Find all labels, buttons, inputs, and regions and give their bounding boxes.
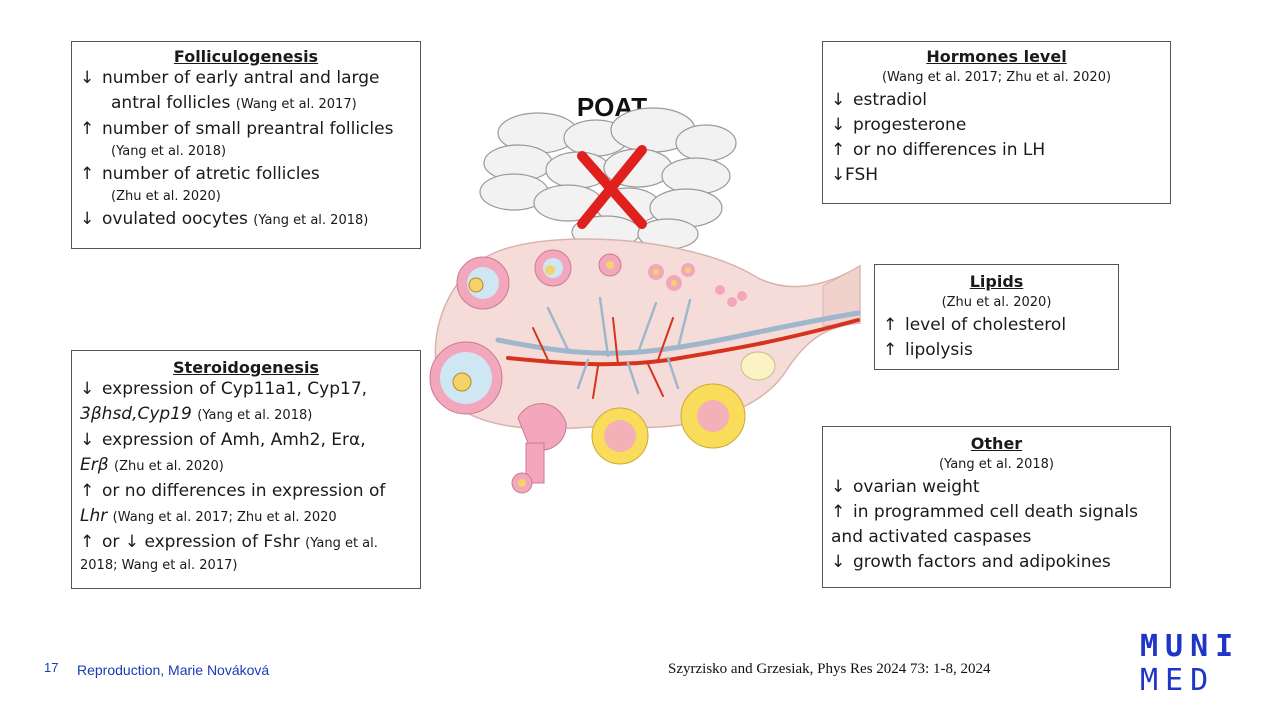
citation: 2018; Wang et al. 2017)	[80, 558, 238, 573]
list-item: ↓ progesterone	[831, 113, 1162, 138]
list-item: ↓ ovarian weight	[831, 475, 1162, 500]
down-arrow-icon: ↓	[80, 68, 95, 88]
down-arrow-icon: ↓	[80, 379, 95, 399]
list-item: Lhr (Wang et al. 2017; Zhu et al. 2020	[80, 504, 412, 530]
list-item: ↑ number of atretic follicles	[80, 162, 412, 187]
steroidogenesis-title: Steroidogenesis	[173, 358, 319, 377]
item-text: number of atretic follicles	[102, 164, 320, 184]
down-arrow-icon: ↓	[80, 430, 95, 450]
list-item: ↑ or no differences in LH	[831, 138, 1162, 163]
citation: (Yang et al.	[305, 536, 378, 551]
citation: (Wang et al. 2017; Zhu et al. 2020)	[881, 70, 1112, 85]
up-arrow-icon: ↑	[883, 340, 898, 360]
item-text: in programmed cell death signals	[853, 502, 1138, 522]
list-item: ↑ level of cholesterol	[883, 313, 1110, 338]
folliculogenesis-box: Folliculogenesis ↓ number of early antral…	[71, 41, 421, 249]
slide-number: 17	[44, 660, 59, 675]
list-item: ↓ growth factors and adipokines	[831, 550, 1162, 575]
muni-med-logo: MUNI MED	[1140, 630, 1240, 700]
citation: (Yang et al. 2018)	[197, 408, 313, 423]
footer-author: Reproduction, Marie Nováková	[77, 662, 270, 678]
list-item: ↑ or no differences in expression of	[80, 479, 412, 504]
citation: (Wang et al. 2017; Zhu et al. 2020	[112, 510, 337, 525]
up-arrow-icon: ↑	[80, 164, 95, 184]
item-text: and activated caspases	[831, 527, 1032, 547]
folliculogenesis-title: Folliculogenesis	[173, 47, 319, 66]
other-box: Other (Yang et al. 2018) ↓ ovarian weight…	[822, 426, 1171, 588]
citation: (Yang et al. 2018)	[111, 144, 227, 159]
citation: (Zhu et al. 2020)	[111, 189, 221, 204]
ovary-illustration: POAT	[428, 88, 864, 500]
list-item: and activated caspases	[831, 525, 1162, 550]
item-text: expression of Cyp11a1, Cyp17,	[102, 379, 368, 399]
item-text: ovarian weight	[853, 477, 980, 497]
hormones-title: Hormones level	[926, 47, 1067, 66]
ovary-svg: POAT	[429, 92, 861, 494]
steroidogenesis-box: Steroidogenesis ↓ expression of Cyp11a1, …	[71, 350, 421, 589]
down-arrow-icon: ↓	[831, 165, 846, 185]
list-item: ↑ in programmed cell death signals	[831, 500, 1162, 525]
item-text: growth factors and adipokines	[853, 552, 1111, 572]
list-item: ↓FSH	[831, 163, 1162, 188]
footer-reference: Szyrzisko and Grzesiak, Phys Res 2024 73…	[668, 661, 991, 677]
citation: (Yang et al. 2018)	[253, 213, 369, 228]
item-text: ovulated oocytes	[102, 209, 248, 229]
item-text: 3βhsd,Cyp19	[80, 404, 192, 424]
follicles	[429, 249, 776, 494]
hormones-box: Hormones level (Wang et al. 2017; Zhu et…	[822, 41, 1171, 204]
logo-line2: MED	[1140, 663, 1216, 698]
item-text: lipolysis	[905, 340, 973, 360]
up-arrow-icon: ↑	[80, 532, 95, 552]
citation: (Wang et al. 2017)	[235, 97, 357, 112]
down-arrow-icon: ↓	[80, 209, 95, 229]
item-text: progesterone	[853, 115, 967, 135]
ligament	[822, 265, 861, 327]
up-arrow-icon: ↑	[80, 119, 95, 139]
list-item: ↑ lipolysis	[883, 338, 1110, 363]
item-text: or no differences in expression of	[102, 481, 386, 501]
list-item: ↓ expression of Amh, Amh2, Erα,	[80, 428, 412, 453]
citation: (Yang et al. 2018)	[938, 457, 1055, 472]
list-item: ↑ number of small preantral follicles	[80, 117, 412, 142]
lipids-title: Lipids	[969, 272, 1024, 291]
lipids-box: Lipids (Zhu et al. 2020) ↑ level of chole…	[874, 264, 1119, 370]
list-item: ↑ or ↓ expression of Fshr (Yang et al.	[80, 530, 412, 556]
citation: (Zhu et al. 2020)	[114, 459, 224, 474]
up-arrow-icon: ↑	[80, 481, 95, 501]
item-text: estradiol	[853, 90, 928, 110]
item-text: Lhr	[80, 506, 108, 526]
list-item: ↓ ovulated oocytes (Yang et al. 2018)	[80, 207, 412, 233]
citation: (Zhu et al. 2020)	[941, 295, 1052, 310]
list-item: ↓ expression of Cyp11a1, Cyp17,	[80, 377, 412, 402]
item-text: number of small preantral follicles	[102, 119, 394, 139]
up-arrow-icon: ↑	[831, 140, 846, 160]
logo-line1: MUNI	[1140, 629, 1241, 664]
up-arrow-icon: ↑	[883, 315, 898, 335]
list-item: Erβ (Zhu et al. 2020)	[80, 453, 412, 479]
item-text: expression of Amh, Amh2, Erα,	[102, 430, 366, 450]
item-text: or no differences in LH	[853, 140, 1046, 160]
item-text: level of cholesterol	[905, 315, 1067, 335]
list-item: ↓ estradiol	[831, 88, 1162, 113]
item-text: antral follicles	[111, 93, 231, 113]
cross-icon	[577, 145, 647, 229]
down-arrow-icon: ↓	[831, 90, 846, 110]
item-text: or ↓ expression of Fshr	[102, 532, 300, 552]
list-item: antral follicles (Wang et al. 2017)	[80, 91, 412, 117]
up-arrow-icon: ↑	[831, 502, 846, 522]
item-text: Erβ	[80, 455, 109, 475]
other-title: Other	[970, 434, 1023, 453]
list-item: 3βhsd,Cyp19 (Yang et al. 2018)	[80, 402, 412, 428]
blood-vessels	[495, 296, 861, 399]
item-text: number of early antral and large	[102, 68, 380, 88]
item-text: FSH	[845, 165, 879, 185]
down-arrow-icon: ↓	[831, 477, 846, 497]
down-arrow-icon: ↓	[831, 552, 846, 572]
list-item: ↓ number of early antral and large	[80, 66, 412, 91]
down-arrow-icon: ↓	[831, 115, 846, 135]
